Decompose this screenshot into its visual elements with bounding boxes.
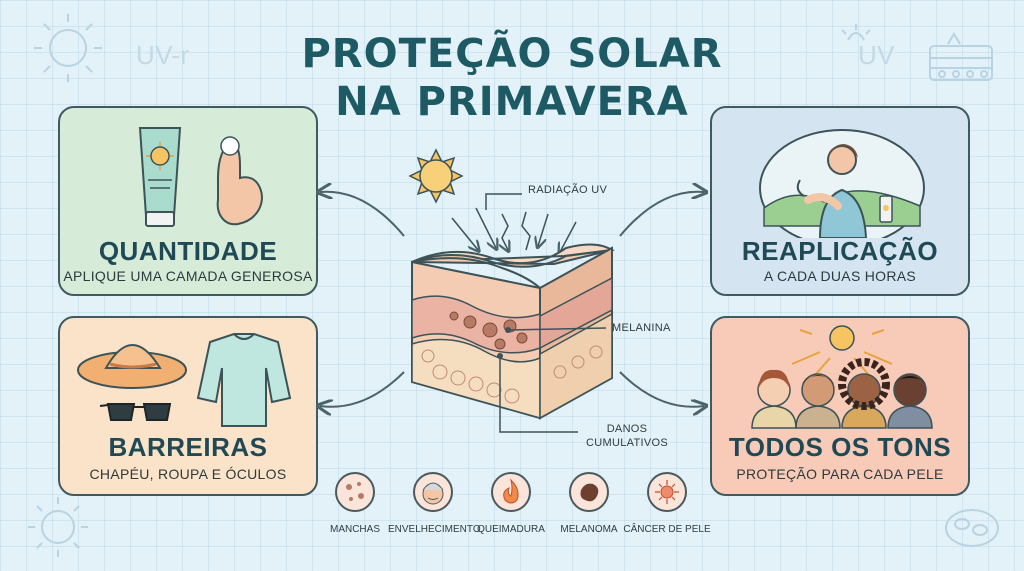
cream-dollop-icon <box>220 136 240 156</box>
cells-outline-icon <box>945 509 999 547</box>
effect-queimadura: QUEIMADURA <box>466 472 556 535</box>
page-title: PROTEÇÃO SOLAR NA PRIMAVERA <box>262 30 762 126</box>
card-quantidade: QUANTIDADE APLIQUE UMA CAMADA GENEROSA <box>58 106 318 296</box>
effect-cancer-de-pele: CÂNCER DE PELE <box>622 472 712 535</box>
card-quantidade-title: QUANTIDADE <box>98 236 278 266</box>
woman-face-icon <box>827 145 857 175</box>
effect-envelhecimento: ENVELHECIMENTO <box>388 472 481 535</box>
skin-tones-illustration <box>751 325 933 429</box>
damage-label-line-2: CUMULATIVOS <box>586 437 668 449</box>
melanin-cells <box>449 311 528 350</box>
flame-icon <box>491 472 531 512</box>
arrow-to-barreiras <box>320 371 405 407</box>
sun-rays-icon <box>791 325 893 375</box>
card-reaplicacao: REAPLICAÇÃO A CADA DUAS HORAS <box>710 106 970 296</box>
card-barreiras-subtitle: CHAPÉU, ROUPA E ÓCULOS <box>89 466 287 482</box>
cancer-cell-icon <box>647 472 687 512</box>
spots-icon <box>335 472 375 512</box>
uv-label-leader <box>485 193 522 210</box>
card-barreiras: BARREIRAS CHAPÉU, ROUPA E ÓCULOS <box>58 316 318 496</box>
card-tons: TODOS OS TONS PROTEÇÃO PARA CADA PELE <box>710 316 970 496</box>
uv-radiation-label: RADIAÇÃO UV <box>528 184 608 196</box>
sun-label-icon <box>150 146 170 166</box>
melanin-label: MELANINA <box>612 322 671 334</box>
sunglasses-icon <box>99 403 172 421</box>
card-reaplicacao-subtitle: A CADA DUAS HORAS <box>763 268 917 284</box>
melanin-label-leader <box>507 327 607 331</box>
effect-manchas: MANCHAS <box>310 472 400 535</box>
reapplication-illustration <box>759 129 925 238</box>
damage-label-leader <box>499 356 578 433</box>
person-medium-skin-icon <box>795 373 841 429</box>
card-tons-subtitle: PROTEÇÃO PARA CADA PELE <box>736 466 944 482</box>
title-line-2: NA PRIMAVERA <box>335 79 689 125</box>
sun-icon <box>408 148 464 204</box>
arrow-to-tons <box>619 371 704 407</box>
effect-cancer-de-pele-label: CÂNCER DE PELE <box>623 524 711 535</box>
sunscreen-tube-illustration <box>138 127 263 227</box>
sun-rays-icon-right <box>841 24 871 41</box>
aging-face-icon <box>413 472 453 512</box>
effect-envelhecimento-label: ENVELHECIMENTO <box>388 524 481 535</box>
mole-icon <box>569 472 609 512</box>
card-quantidade-subtitle: APLIQUE UMA CAMADA GENEROSA <box>63 268 313 284</box>
uv-rays <box>451 207 577 252</box>
card-tons-title: TODOS OS TONS <box>728 432 952 462</box>
sun-outline-icon-bottom <box>28 497 88 557</box>
skin-layer-outline-icon <box>929 32 993 81</box>
arrow-to-quantidade <box>320 192 405 237</box>
effect-melanoma: MELANOMA <box>544 472 634 535</box>
effect-queimadura-label: QUEIMADURA <box>477 524 545 535</box>
sun-outline-icon <box>34 14 102 82</box>
effect-manchas-label: MANCHAS <box>329 524 380 535</box>
reapply-arrow-icon <box>796 179 805 197</box>
title-line-1: PROTEÇÃO SOLAR <box>301 31 723 77</box>
person-brown-skin-icon <box>838 358 890 429</box>
long-sleeve-shirt-icon <box>196 333 292 427</box>
effect-melanoma-label: MELANOMA <box>560 524 618 535</box>
card-reaplicacao-title: REAPLICAÇÃO <box>741 236 939 266</box>
cumulative-damage-label: DANOS CUMULATIVOS <box>582 422 672 450</box>
barriers-illustration <box>77 333 292 427</box>
damage-label-line-1: DANOS <box>606 423 648 435</box>
uv-watermark-right: UV <box>858 40 895 70</box>
uv-watermark-left: UV-r <box>136 40 190 70</box>
person-light-skin-icon <box>751 369 797 429</box>
card-barreiras-title: BARREIRAS <box>108 432 268 462</box>
arrow-to-reaplicacao <box>619 192 704 237</box>
person-dark-skin-icon <box>887 373 933 429</box>
